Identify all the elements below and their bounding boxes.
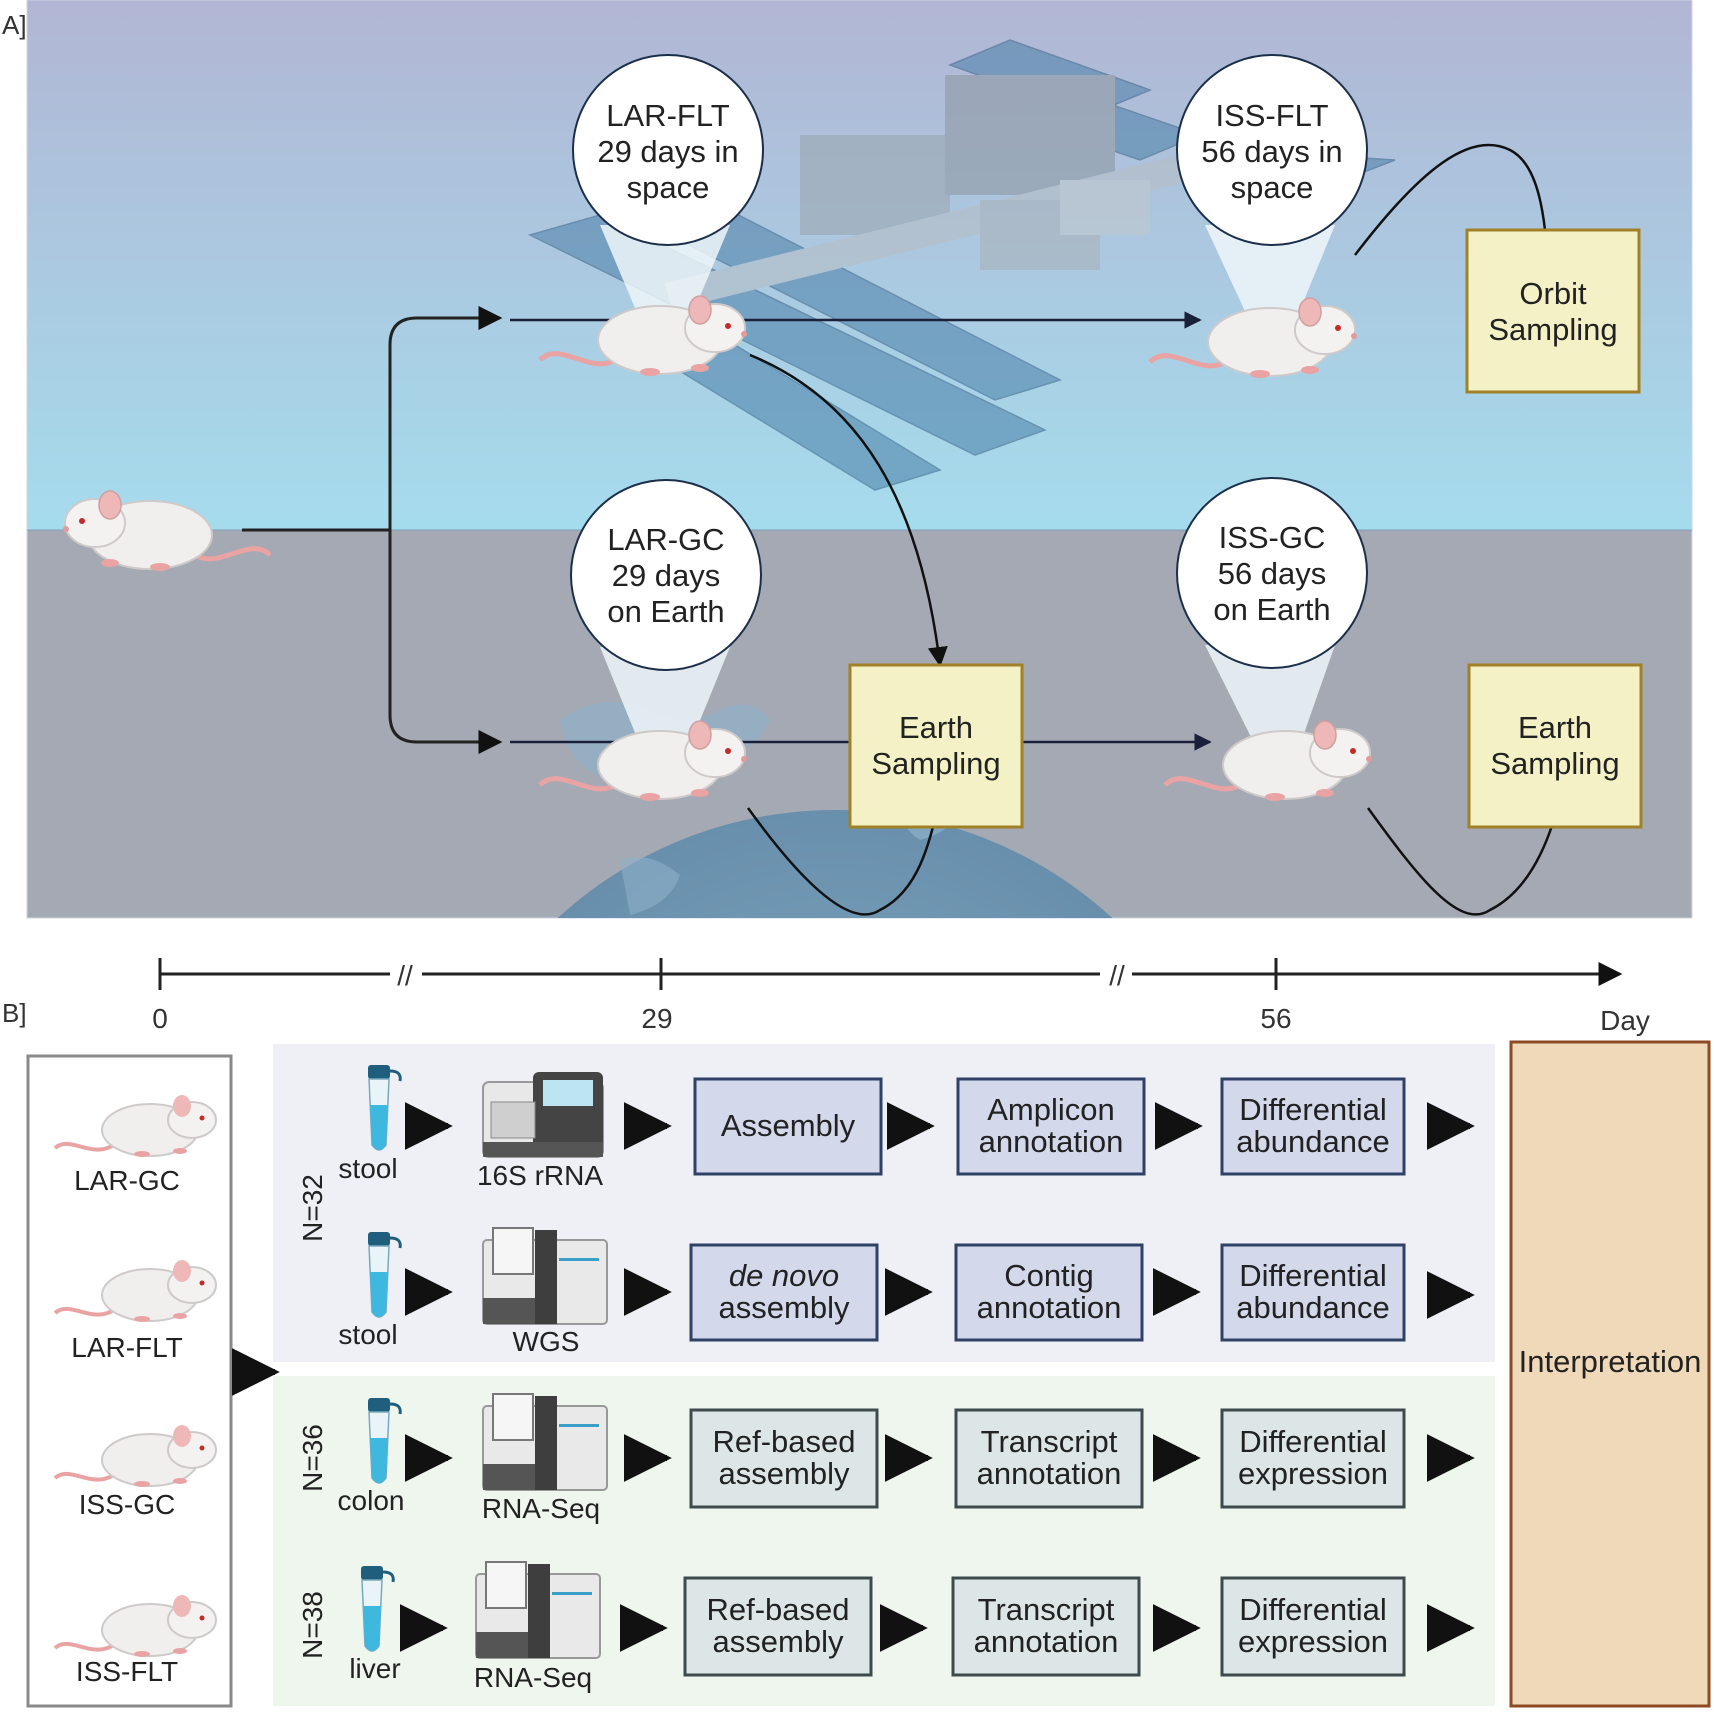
sequencer-icon xyxy=(475,1561,601,1659)
timeline-break-1: // xyxy=(397,960,413,991)
bubble-lar-gc-line1: LAR-GC xyxy=(607,522,724,557)
bubble-iss-gc-line2: 56 days xyxy=(1218,556,1327,591)
branch-line xyxy=(242,316,500,744)
bubble-iss-flt-line3: space xyxy=(1231,170,1314,205)
spotlight-cones xyxy=(600,225,1335,745)
row3-sample: colon xyxy=(338,1485,405,1516)
pipeline-row-16s: stool 16S rRNA Assembly Amplicon annotat… xyxy=(338,1063,1406,1191)
row3-step1-line2: assembly xyxy=(719,1456,850,1491)
group-iss-gc: ISS-GC xyxy=(53,1423,218,1520)
bubble-lar-flt-line3: space xyxy=(627,170,710,205)
bubble-lar-flt: LAR-FLT 29 days in space xyxy=(572,54,764,246)
row4-step3-line1: Differential xyxy=(1239,1592,1387,1627)
sequencer-icon xyxy=(482,1071,604,1158)
pipeline-row-liver: liver RNA-Seq Ref-based assembly Transcr… xyxy=(349,1561,1406,1693)
panel-a: LAR-FLT 29 days in space ISS-FLT 56 days… xyxy=(26,0,1693,919)
bubble-lar-flt-line2: 29 days in xyxy=(597,134,738,169)
interpretation-box: Interpretation xyxy=(1509,1040,1711,1708)
row2-step2-line1: Contig xyxy=(1004,1258,1094,1293)
row3-step2-line2: annotation xyxy=(977,1456,1122,1491)
row1-sample: stool xyxy=(338,1153,397,1184)
sequencer-icon xyxy=(482,1393,608,1491)
panel-a-label: A] xyxy=(2,10,27,40)
row2-step1-line2: assembly xyxy=(719,1290,850,1325)
bubble-iss-gc: ISS-GC 56 days on Earth xyxy=(1176,477,1368,669)
n-label-liver: N=38 xyxy=(297,1591,328,1659)
pipeline-arrows xyxy=(399,1102,1475,1652)
group-label-iss-gc: ISS-GC xyxy=(79,1489,175,1520)
row2-sample: stool xyxy=(338,1319,397,1350)
timeline-unit: Day xyxy=(1600,1005,1650,1036)
bubble-iss-flt-line1: ISS-FLT xyxy=(1215,98,1328,133)
row1-step2-line2: annotation xyxy=(979,1124,1124,1159)
row2-step2-line2: annotation xyxy=(977,1290,1122,1325)
row1-step2-line1: Amplicon xyxy=(987,1092,1115,1127)
earth-sampling-right-line1: Earth xyxy=(1518,710,1592,745)
earth-sampling-right-line2: Sampling xyxy=(1490,746,1619,781)
row4-sample: liver xyxy=(349,1653,400,1684)
bubble-lar-flt-line1: LAR-FLT xyxy=(606,98,730,133)
group-iss-flt: ISS-FLT xyxy=(53,1593,218,1687)
row1-step3-line1: Differential xyxy=(1239,1092,1387,1127)
group-label-iss-flt: ISS-FLT xyxy=(76,1656,178,1687)
tick-label-56: 56 xyxy=(1260,1003,1291,1034)
row4-step1-line1: Ref-based xyxy=(706,1592,849,1627)
row3-method: RNA-Seq xyxy=(482,1493,600,1524)
row2-method: WGS xyxy=(513,1326,580,1357)
row1-step1-line1: Assembly xyxy=(721,1108,856,1143)
row3-step2-line1: Transcript xyxy=(981,1424,1118,1459)
bubble-iss-flt: ISS-FLT 56 days in space xyxy=(1176,54,1368,246)
row2-step3-line1: Differential xyxy=(1239,1258,1387,1293)
panel-b: LAR-GC LAR-FLT ISS-GC ISS-FLT N=32 N=36 … xyxy=(26,1040,1711,1708)
n-label-colon: N=36 xyxy=(297,1424,328,1492)
row4-step1-line2: assembly xyxy=(713,1624,844,1659)
row4-step2-line2: annotation xyxy=(974,1624,1119,1659)
timeline-break-2: // xyxy=(1109,960,1125,991)
earth-globe xyxy=(557,810,1113,918)
row3-step1-line1: Ref-based xyxy=(712,1424,855,1459)
row1-method: 16S rRNA xyxy=(477,1160,603,1191)
row3-step3-line2: expression xyxy=(1238,1456,1388,1491)
earth-sampling-box-mid: Earth Sampling xyxy=(848,663,1024,829)
pipeline-row-colon: colon RNA-Seq Ref-based assembly Transcr… xyxy=(338,1393,1406,1524)
earth-sampling-mid-line2: Sampling xyxy=(871,746,1000,781)
row4-method: RNA-Seq xyxy=(474,1662,592,1693)
pipeline-row-wgs: stool WGS de novo assembly Contig annota… xyxy=(338,1227,1406,1357)
bubble-iss-gc-line1: ISS-GC xyxy=(1219,520,1326,555)
group-lar-flt: LAR-FLT xyxy=(53,1258,218,1363)
panel-b-label: B] xyxy=(2,998,27,1028)
bubble-lar-gc-line3: on Earth xyxy=(607,594,724,629)
bubble-iss-gc-line3: on Earth xyxy=(1213,592,1330,627)
groups-box xyxy=(26,1054,233,1708)
bubble-lar-gc-line2: 29 days xyxy=(612,558,721,593)
orbit-sampling-line2: Sampling xyxy=(1488,312,1617,347)
group-lar-gc: LAR-GC xyxy=(53,1093,218,1196)
group-label-lar-gc: LAR-GC xyxy=(74,1165,180,1196)
tick-label-0: 0 xyxy=(152,1003,168,1034)
row4-step2-line1: Transcript xyxy=(978,1592,1115,1627)
row4-step3-line2: expression xyxy=(1238,1624,1388,1659)
group-label-lar-flt: LAR-FLT xyxy=(71,1332,183,1363)
orbit-sampling-box: Orbit Sampling xyxy=(1465,228,1641,394)
row2-step1-line1: de novo xyxy=(729,1258,839,1293)
timeline: // // 0 29 56 Day xyxy=(152,958,1650,1036)
bubble-iss-flt-line2: 56 days in xyxy=(1201,134,1342,169)
row1-step3-line2: abundance xyxy=(1236,1124,1389,1159)
earth-sampling-mid-line1: Earth xyxy=(899,710,973,745)
orbit-sampling-line1: Orbit xyxy=(1519,276,1587,311)
earth-sampling-box-right: Earth Sampling xyxy=(1467,663,1643,829)
tick-label-29: 29 xyxy=(641,1003,672,1034)
sequencer-icon xyxy=(482,1227,608,1325)
row2-step3-line2: abundance xyxy=(1236,1290,1389,1325)
interpretation-label: Interpretation xyxy=(1519,1344,1702,1379)
n-label-microbiome: N=32 xyxy=(297,1174,328,1242)
row3-step3-line1: Differential xyxy=(1239,1424,1387,1459)
bubble-lar-gc: LAR-GC 29 days on Earth xyxy=(570,479,762,671)
